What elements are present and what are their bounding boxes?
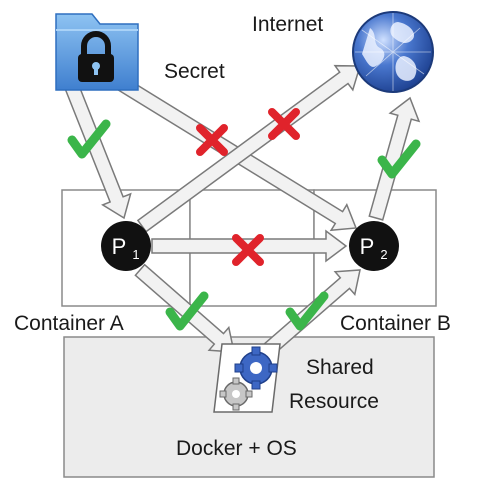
gears-icon bbox=[213, 343, 281, 413]
svg-text:P: P bbox=[112, 234, 127, 259]
process-p1-sub: 1 bbox=[132, 247, 139, 262]
docker-os-label: Docker + OS bbox=[176, 437, 297, 460]
green-checkmark-icon bbox=[165, 291, 209, 331]
arrow-secret-to-p1 bbox=[62, 78, 132, 220]
arrow-p2-to-internet bbox=[368, 96, 421, 221]
svg-text:P: P bbox=[360, 234, 375, 259]
globe-icon bbox=[352, 11, 434, 93]
green-checkmark-icon bbox=[285, 291, 329, 331]
green-checkmark-icon bbox=[377, 139, 421, 179]
process-p2: P 2 bbox=[349, 221, 399, 271]
locked-folder-icon bbox=[55, 13, 139, 91]
process-p2-sub: 2 bbox=[380, 247, 387, 262]
container-a-label: Container A bbox=[14, 312, 124, 335]
process-p1: P 1 bbox=[101, 221, 151, 271]
flow-status-marks bbox=[67, 108, 421, 331]
process-p1-letter: P bbox=[112, 234, 127, 259]
container-b-label: Container B bbox=[340, 312, 451, 335]
shared-resource-label-line2: Resource bbox=[289, 390, 379, 413]
red-x-icon bbox=[196, 124, 228, 156]
red-x-icon bbox=[232, 234, 264, 266]
process-p2-letter: P bbox=[360, 234, 375, 259]
arrow-p1-to-shared bbox=[134, 263, 235, 353]
shared-resource-label-line1: Shared bbox=[306, 356, 374, 379]
internet-label: Internet bbox=[252, 13, 323, 36]
arrow-p1-to-internet bbox=[136, 64, 362, 233]
red-x-icon bbox=[268, 108, 300, 140]
secret-label: Secret bbox=[164, 60, 225, 83]
green-checkmark-icon bbox=[67, 119, 111, 159]
